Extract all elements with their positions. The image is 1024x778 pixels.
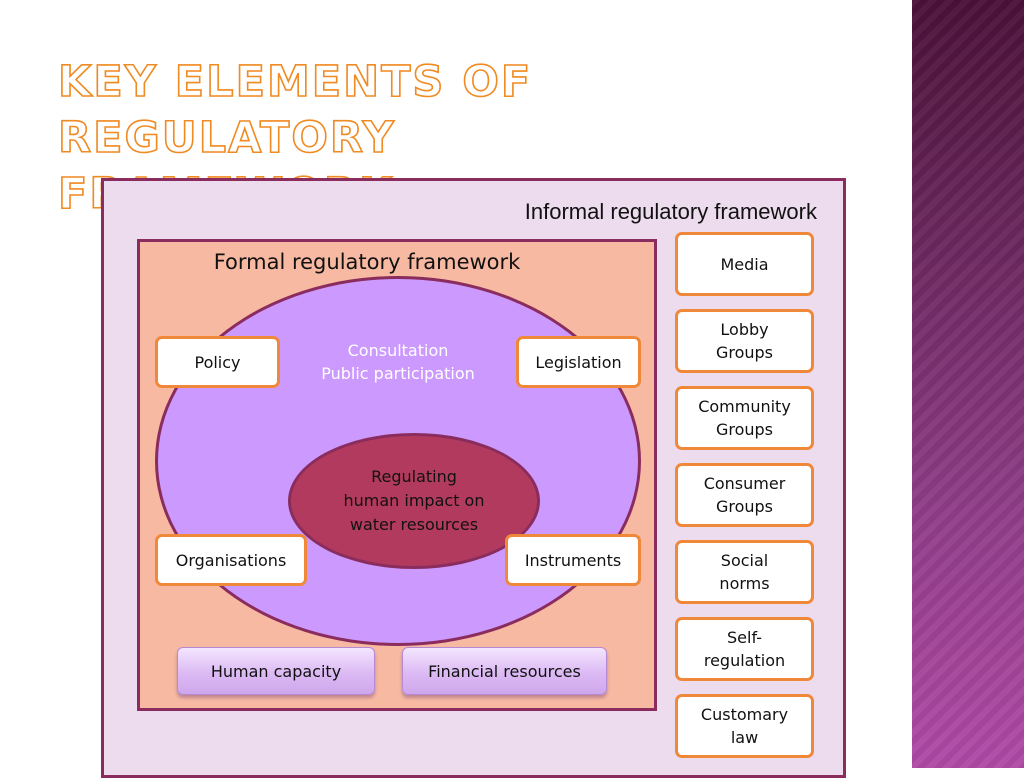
media-box: Media	[675, 232, 814, 296]
decorative-side-band	[912, 0, 1024, 768]
financial-resources-box: Financial resources	[402, 647, 607, 695]
legislation-box: Legislation	[516, 336, 641, 388]
informal-framework-box: Informal regulatory framework Formal reg…	[101, 178, 846, 778]
instruments-box: Instruments	[505, 534, 641, 586]
consultation-text: Consultation Public participation	[158, 339, 638, 385]
community-groups-box: Community Groups	[675, 386, 814, 450]
organisations-box: Organisations	[155, 534, 307, 586]
slide-title-line-1: KEY ELEMENTS OF REGULATORY	[57, 56, 533, 164]
core-goal-ellipse: Regulating human impact on water resourc…	[288, 433, 540, 569]
formal-framework-box: Formal regulatory framework Consultation…	[137, 239, 657, 711]
social-norms-box: Social norms	[675, 540, 814, 604]
formal-elements-ellipse: Consultation Public participation Regula…	[155, 276, 641, 646]
formal-framework-label: Formal regulatory framework	[213, 250, 521, 274]
core-goal-text: Regulating human impact on water resourc…	[343, 467, 485, 534]
customary-law-box: Customary law	[675, 694, 814, 758]
self-regulation-box: Self- regulation	[675, 617, 814, 681]
lobby-groups-box: Lobby Groups	[675, 309, 814, 373]
public-participation-line: Public participation	[321, 364, 475, 383]
consultation-line: Consultation	[347, 341, 449, 360]
policy-box: Policy	[155, 336, 280, 388]
informal-framework-label: Informal regulatory framework	[524, 199, 817, 224]
human-capacity-box: Human capacity	[177, 647, 375, 695]
consumer-groups-box: Consumer Groups	[675, 463, 814, 527]
